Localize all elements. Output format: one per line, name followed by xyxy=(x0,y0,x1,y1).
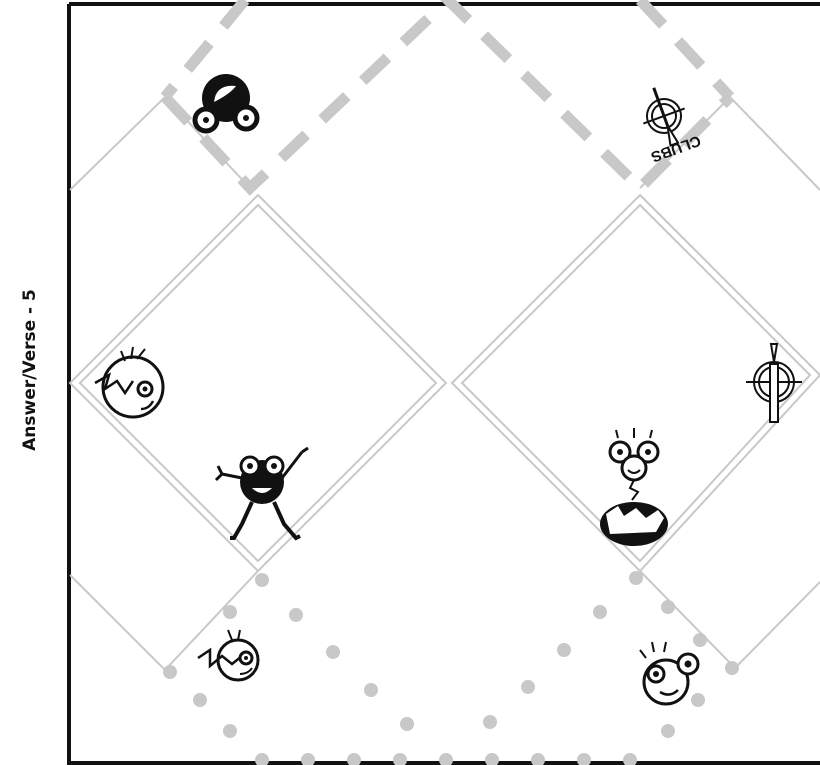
fish-critter-small-icon xyxy=(198,630,258,680)
dashed-fold-guide xyxy=(165,0,730,188)
peeking-critter-icon xyxy=(640,642,698,704)
wheel-critter-icon xyxy=(195,74,257,131)
clubs-logo-icon: CLUBS xyxy=(629,79,703,165)
clubs-logo-text: CLUBS xyxy=(649,132,703,166)
fold-lines xyxy=(70,97,820,670)
hatching-egg-critter-icon xyxy=(600,428,668,546)
clubs-emblem-icon xyxy=(746,344,802,422)
